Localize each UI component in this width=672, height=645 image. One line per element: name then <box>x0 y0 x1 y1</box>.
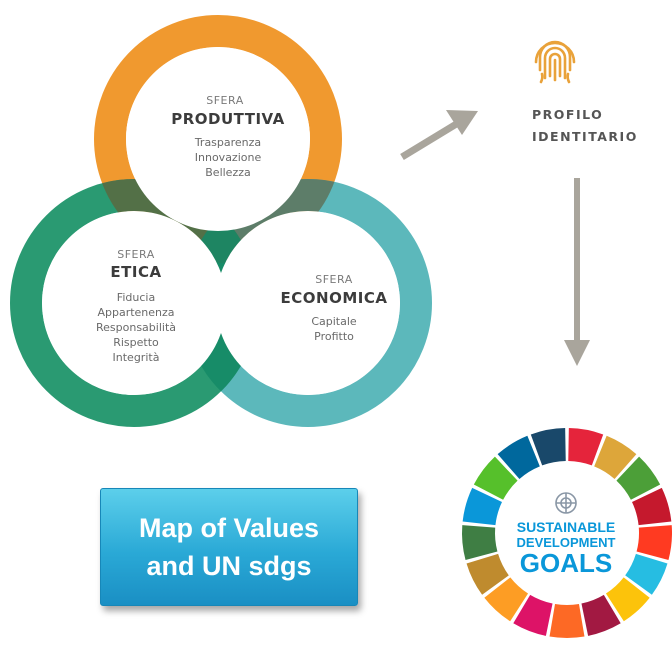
arrow-up-right <box>400 110 478 160</box>
sdg-segment <box>549 603 585 638</box>
sdg-segment <box>605 577 650 622</box>
sdg-line3: GOALS <box>520 548 612 578</box>
sdg-segment <box>632 487 672 526</box>
sdg-segment <box>473 456 518 500</box>
sdg-segment <box>530 428 566 466</box>
etica-value: Appartenenza <box>97 306 174 319</box>
etica-value: Responsabilità <box>96 321 176 334</box>
disc-produttiva <box>126 47 310 231</box>
sdg-segment <box>594 435 637 479</box>
sdg-segment <box>616 456 661 500</box>
disc-economica <box>216 211 400 395</box>
etica-prefix: SFERA <box>117 248 154 261</box>
fingerprint-icon <box>534 40 576 84</box>
sdg-segment <box>484 577 529 622</box>
sdg-line1: SUSTAINABLE <box>517 519 616 535</box>
sdg-segment <box>497 435 540 479</box>
etica-value: Integrità <box>113 351 160 364</box>
map-of-values-box: Map of Values and UN sdgs <box>100 488 358 606</box>
sdg-segment <box>461 525 498 560</box>
etica-value: Fiducia <box>117 291 155 304</box>
produttiva-value: Innovazione <box>195 151 262 164</box>
arrow-down <box>564 178 590 366</box>
sdg-segment <box>625 553 668 595</box>
sdg-segment <box>462 487 502 526</box>
economica-title: ECONOMICA <box>281 289 388 307</box>
etica-title: ETICA <box>110 263 161 281</box>
profile-line2: IDENTITARIO <box>532 129 638 144</box>
overlap-economica-produttiva <box>184 179 342 263</box>
map-box-line1: Map of Values <box>138 513 320 543</box>
disc-etica <box>42 211 226 395</box>
sdg-center <box>497 463 637 603</box>
etica-value: Rispetto <box>113 336 159 349</box>
profile-line1: PROFILO <box>532 107 603 122</box>
un-emblem-icon <box>555 492 577 514</box>
produttiva-prefix: SFERA <box>206 94 243 107</box>
sdg-segment <box>513 594 553 636</box>
sdg-wheel <box>461 428 672 638</box>
economica-prefix: SFERA <box>315 273 352 286</box>
economica-value: Capitale <box>311 315 357 328</box>
sdg-line2: DEVELOPMENT <box>517 535 616 550</box>
map-box-line2: and UN sdgs <box>146 551 312 581</box>
sdg-segment <box>568 428 604 466</box>
sdg-segment <box>581 594 621 636</box>
economica-value: Profitto <box>314 330 354 343</box>
produttiva-value: Bellezza <box>205 166 250 179</box>
sdg-segment <box>636 525 672 560</box>
produttiva-value: Trasparenza <box>194 136 261 149</box>
overlap-etica-produttiva <box>94 179 258 263</box>
sdg-segment <box>466 553 509 595</box>
produttiva-title: PRODUTTIVA <box>171 110 285 128</box>
